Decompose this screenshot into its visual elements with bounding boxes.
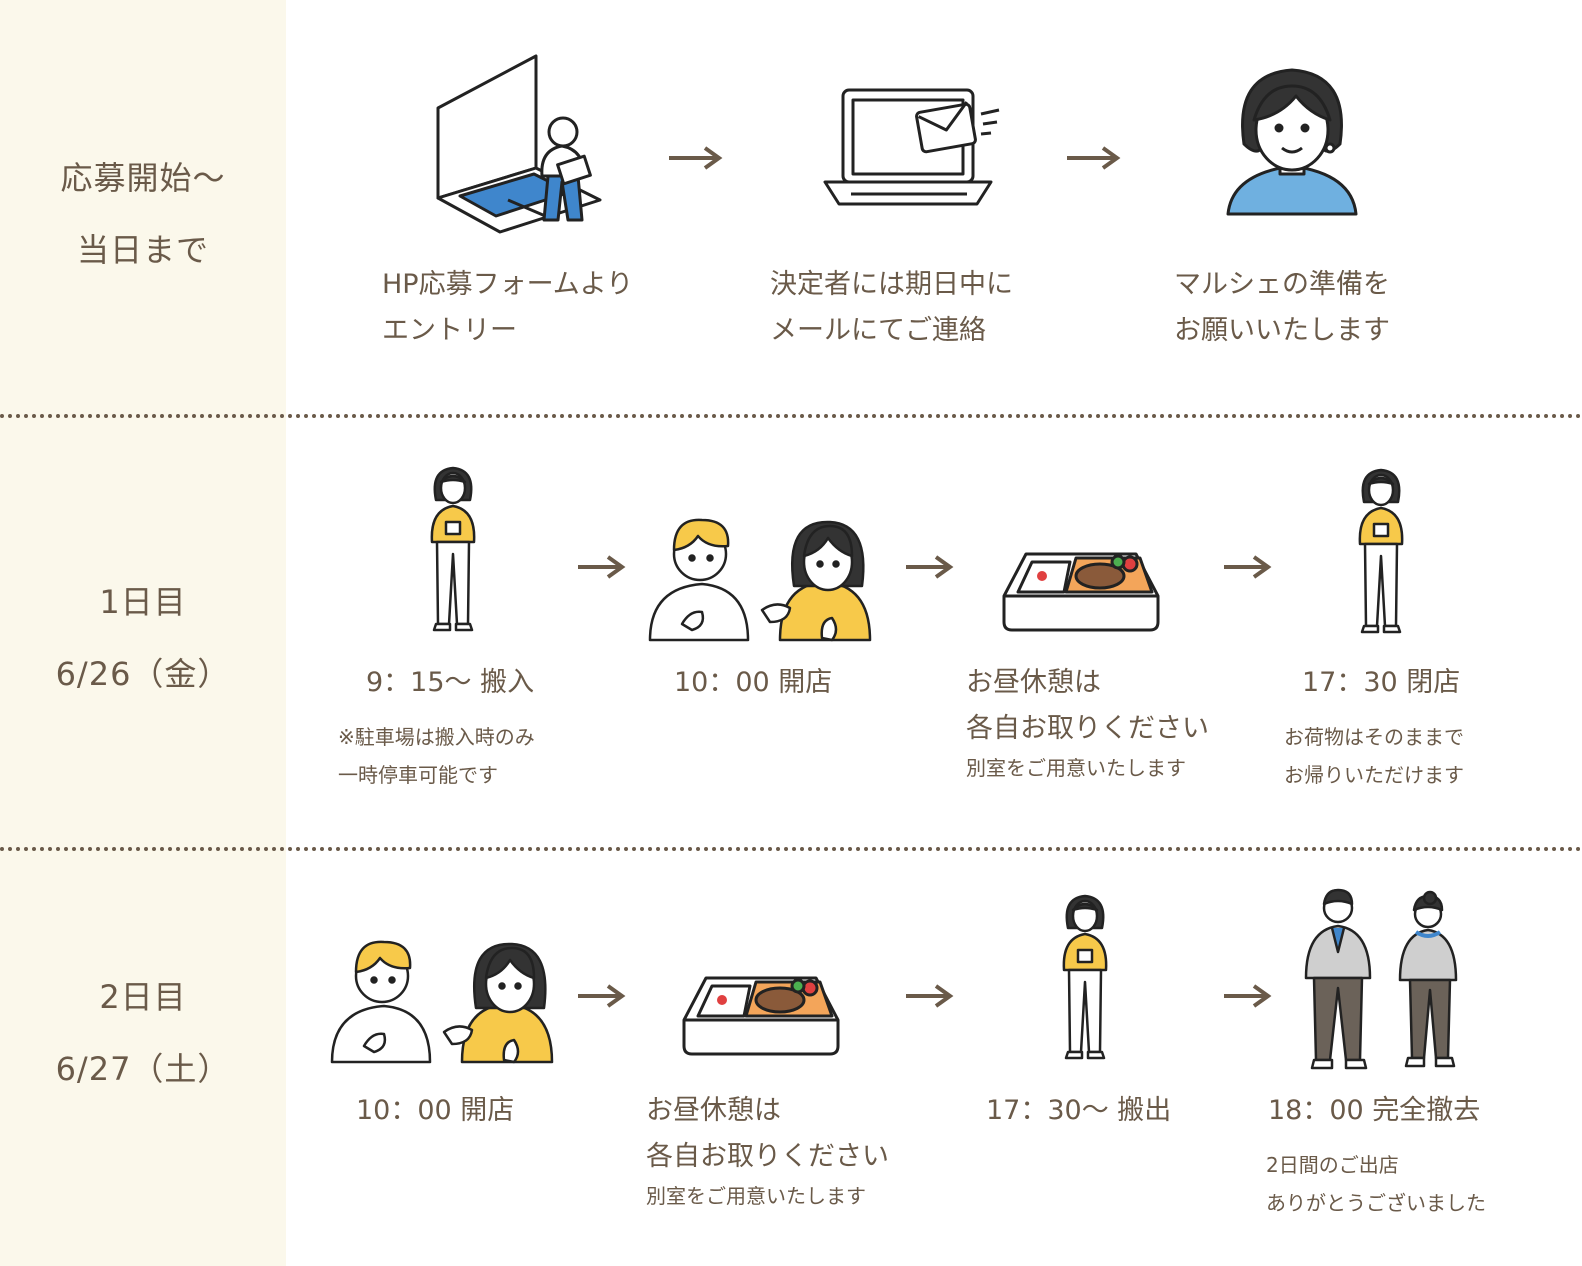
staff-bowing-icon bbox=[1304, 888, 1458, 1070]
row-label-day2: 2日目 6/27（土） bbox=[0, 961, 286, 1105]
step-title: お願いいたします bbox=[1174, 315, 1390, 346]
laptop-entry-icon bbox=[436, 54, 602, 234]
laptop-mail-icon bbox=[823, 88, 1000, 206]
step-caption: 18：00 完全撤去 bbox=[1268, 1088, 1480, 1134]
step-title: 10：00 開店 bbox=[356, 1095, 515, 1126]
arrow-icon bbox=[1224, 555, 1272, 579]
step-caption: 17：30 閉店 bbox=[1302, 660, 1460, 706]
step-title: マルシェの準備を bbox=[1174, 269, 1390, 300]
step-note-line: 別室をご用意いたします bbox=[646, 1184, 866, 1208]
step-title: お昼休憩は bbox=[966, 667, 1101, 698]
arrow-icon bbox=[1224, 984, 1272, 1008]
woman-standing-icon bbox=[1062, 894, 1108, 1060]
two-people-icon bbox=[330, 940, 554, 1064]
row-label-day1: 1日目 6/26（金） bbox=[0, 566, 286, 710]
step-title: メールにてご連絡 bbox=[770, 315, 986, 346]
row-label-line: 6/27（土） bbox=[55, 1050, 231, 1088]
row-label-line: 2日目 bbox=[99, 978, 187, 1016]
step-title: エントリー bbox=[382, 315, 517, 346]
step-title: お昼休憩は bbox=[646, 1095, 781, 1126]
step-caption: 9：15〜 搬入 bbox=[366, 660, 534, 706]
row-label-line: 当日まで bbox=[76, 231, 209, 269]
woman-standing-icon bbox=[1358, 468, 1404, 634]
step-note-line: 別室をご用意いたします bbox=[966, 756, 1186, 780]
step-note-line: ありがとうございました bbox=[1266, 1191, 1486, 1215]
arrow-icon bbox=[1067, 146, 1121, 170]
two-people-icon bbox=[648, 518, 872, 642]
row-label-column bbox=[0, 0, 286, 1266]
bento-box-icon bbox=[682, 976, 840, 1056]
step-note-line: ※駐車場は搬入時のみ bbox=[338, 725, 535, 749]
step-title: 9：15〜 搬入 bbox=[366, 667, 535, 698]
arrow-icon bbox=[906, 984, 954, 1008]
step-note-line: 一時停車可能です bbox=[338, 763, 498, 787]
step-note-line: お荷物はそのままで bbox=[1284, 725, 1464, 749]
arrow-icon bbox=[669, 146, 723, 170]
row-label-application: 応募開始〜 当日まで bbox=[0, 142, 286, 286]
step-title: 10：00 開店 bbox=[674, 667, 833, 698]
step-title: HP応募フォームより bbox=[382, 269, 634, 300]
step-note-line: 2日間のご出店 bbox=[1266, 1153, 1399, 1177]
row-separator-2 bbox=[0, 847, 1582, 851]
row-separator-1 bbox=[0, 414, 1582, 418]
arrow-icon bbox=[906, 555, 954, 579]
step-title: 18：00 完全撤去 bbox=[1268, 1095, 1481, 1126]
row-label-line: 6/26（金） bbox=[55, 655, 231, 693]
woman-portrait-icon bbox=[1226, 68, 1358, 216]
woman-standing-icon bbox=[430, 466, 476, 632]
arrow-icon bbox=[578, 984, 626, 1008]
row-label-line: 1日目 bbox=[99, 583, 187, 621]
step-title: 17：30〜 搬出 bbox=[986, 1095, 1172, 1126]
arrow-icon bbox=[578, 555, 626, 579]
step-caption: 17：30〜 搬出 bbox=[986, 1088, 1171, 1134]
row-label-line: 応募開始〜 bbox=[60, 159, 226, 197]
bento-box-icon bbox=[1002, 552, 1160, 632]
step-caption: 10：00 開店 bbox=[674, 660, 832, 706]
step-title: 各自お取りください bbox=[646, 1141, 889, 1172]
step-caption: マルシェの準備を お願いいたします bbox=[1174, 262, 1390, 354]
step-note: 2日間のご出店 ありがとうございました bbox=[1266, 1146, 1486, 1222]
step-caption: HP応募フォームより エントリー bbox=[382, 262, 633, 354]
step-note: お荷物はそのままで お帰りいただけます bbox=[1284, 718, 1464, 794]
step-note: ※駐車場は搬入時のみ 一時停車可能です bbox=[338, 718, 535, 794]
step-title: 各自お取りください bbox=[966, 713, 1209, 744]
step-title: 決定者には期日中に bbox=[770, 269, 1013, 300]
step-caption: 10：00 開店 bbox=[356, 1088, 514, 1134]
step-note-line: お帰りいただけます bbox=[1284, 763, 1464, 787]
step-caption: お昼休憩は 各自お取りください 別室をご用意いたします bbox=[646, 1088, 889, 1212]
step-caption: 決定者には期日中に メールにてご連絡 bbox=[770, 262, 1013, 354]
step-caption: お昼休憩は 各自お取りください 別室をご用意いたします bbox=[966, 660, 1209, 784]
step-title: 17：30 閉店 bbox=[1302, 667, 1461, 698]
